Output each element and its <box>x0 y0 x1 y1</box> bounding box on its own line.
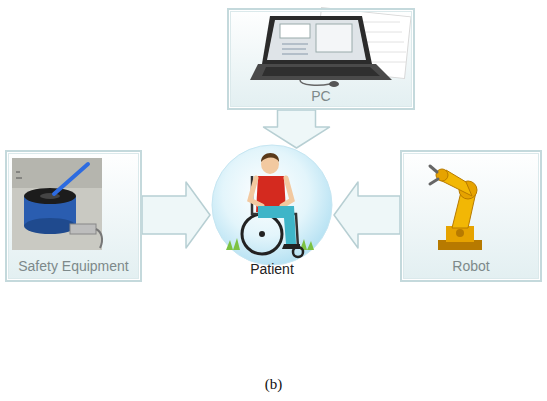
node-label: Robot <box>450 258 491 275</box>
robot-box: Robot <box>400 150 542 282</box>
safety-device-picture <box>12 158 102 250</box>
box-ground <box>227 8 415 110</box>
pc-box: PC <box>227 8 415 110</box>
node-label: PC <box>309 88 332 105</box>
patient-picture <box>212 145 332 265</box>
patient-circle: Patient <box>210 148 334 280</box>
block-arrow <box>334 182 400 248</box>
node-label: Safety Equipment <box>16 258 131 275</box>
node-label: Patient <box>248 261 296 278</box>
box-ground <box>5 150 142 282</box>
figure-caption: (b) <box>0 376 547 393</box>
laptop-picture <box>250 7 411 87</box>
robot-arm-picture <box>430 166 482 250</box>
box-ground <box>400 150 542 282</box>
block-arrow <box>264 110 330 148</box>
equipment-box: Safety Equipment <box>5 150 142 282</box>
block-arrow <box>142 182 210 248</box>
